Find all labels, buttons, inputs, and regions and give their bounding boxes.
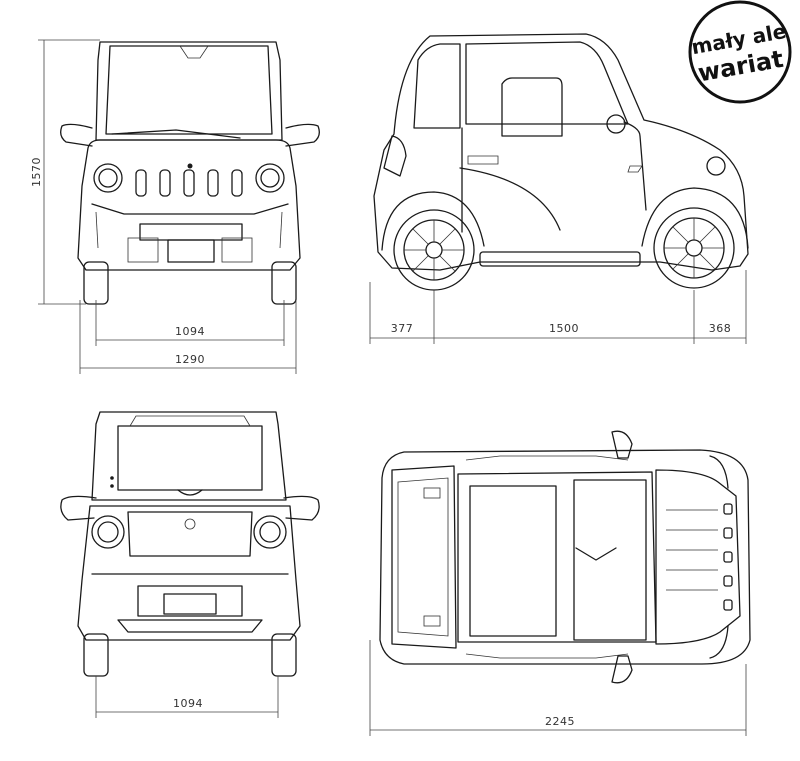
maly-ale-wariat-logo: mały ale wariat <box>688 0 792 104</box>
rear-dimensions: 1094 <box>95 676 279 718</box>
side-dimensions: 377 1500 368 <box>369 270 747 344</box>
dim-wheelbase-label: 1500 <box>549 322 579 335</box>
side-view <box>373 33 749 291</box>
dim-track-front-label: 1094 <box>175 325 205 338</box>
dim-length-label: 2245 <box>545 715 575 728</box>
top-view <box>379 430 751 684</box>
front-view <box>60 41 320 305</box>
dim-front-overhang-label: 377 <box>391 322 414 335</box>
front-dimensions: 1570 1094 1290 <box>30 39 297 374</box>
dim-track-rear-label: 1094 <box>173 697 203 710</box>
dim-width-label: 1290 <box>175 353 205 366</box>
dim-height-label: 1570 <box>30 157 43 187</box>
dim-rear-overhang-label: 368 <box>709 322 732 335</box>
rear-view <box>60 411 320 677</box>
top-dimensions: 2245 <box>369 640 747 736</box>
